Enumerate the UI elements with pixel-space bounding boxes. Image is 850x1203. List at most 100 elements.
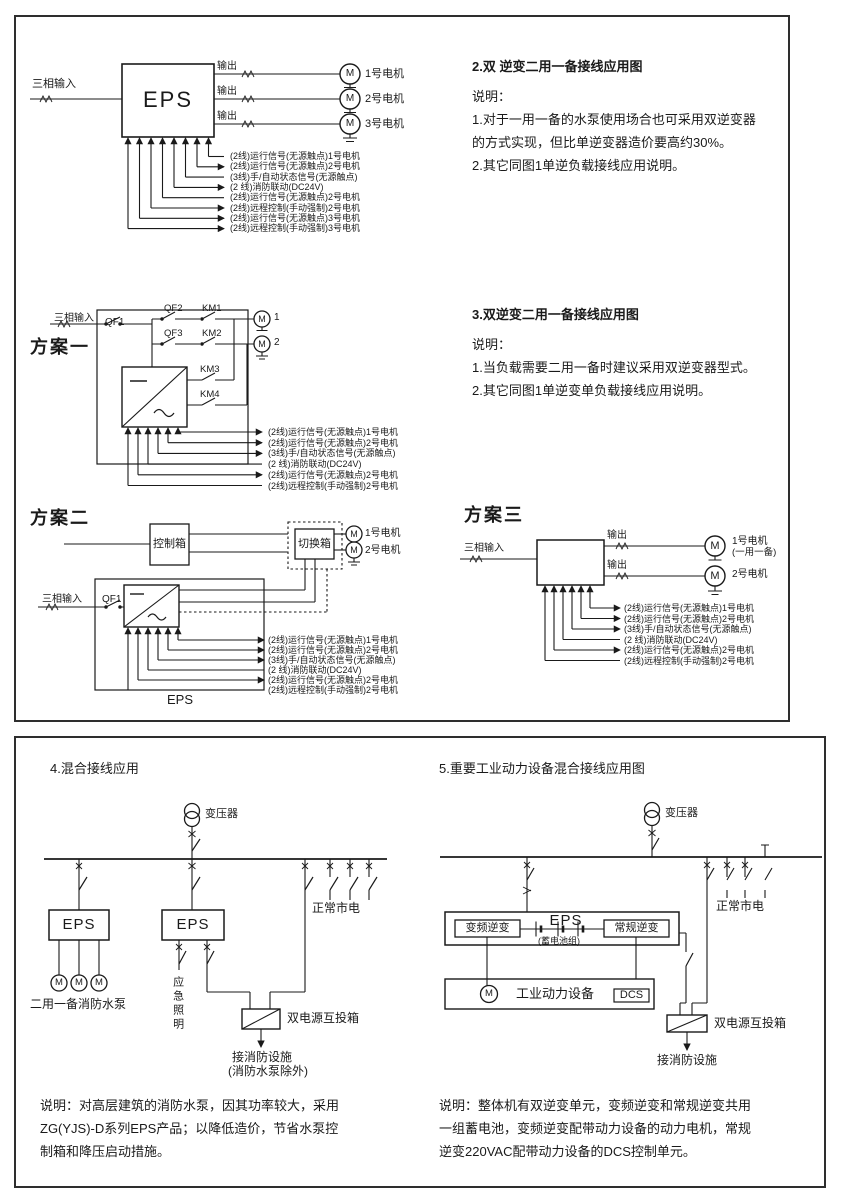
to-fire-label: 接消防设施 <box>657 1053 718 1067</box>
signal-label: (3线)手/自动状态信号(无源触点) <box>230 172 358 182</box>
motor-symbol: M <box>350 529 358 539</box>
qf1-label: QF1 <box>105 317 125 328</box>
motor-symbol: M <box>258 314 266 324</box>
transformer-label: 变压器 <box>205 808 238 820</box>
diagram5-note: 说明：整体机有双逆变单元，变频逆变和常规逆变共用 一组蓄电池，变频逆变配带动力设… <box>439 1094 751 1163</box>
motor-label: 2号电机 <box>365 93 405 105</box>
scheme1-shapes <box>50 309 271 487</box>
km4-label: KM4 <box>200 389 220 400</box>
section3-text: 3.双逆变二用一备接线应用图 说明： 1.当负载需要二用一备时建议采用双逆变器型… <box>472 303 756 402</box>
motor1-label: 1号电机 <box>365 528 401 539</box>
transformer-label: 变压器 <box>665 807 698 819</box>
signal-connectors-s3 <box>541 585 621 662</box>
diagram5-title: 5.重要工业动力设备混合接线应用图 <box>439 761 645 776</box>
emergency-lighting-label: 应急照明 <box>171 976 184 1032</box>
signal-label: (2线)运行信号(无源触点)2号电机 <box>268 470 398 480</box>
transfer-box-label: 双电源互投箱 <box>714 1016 787 1030</box>
eps-label: EPS <box>549 912 583 929</box>
signal-label: (2线)运行信号(无源触点)3号电机 <box>230 213 360 223</box>
motor-circle <box>70 974 88 992</box>
signal-label: (2线)远程控制(手动强制)3号电机 <box>230 223 360 233</box>
top-diagrams-panel: 三相输入 EPS 输出 输出 输出 M M M 1号电机 2号电机 3号电机 (… <box>14 15 790 722</box>
signal-label: (3线)手/自动状态信号(无源触点) <box>624 624 752 634</box>
note-line: 逆变220VAC配带动力设备的DCS控制单元。 <box>439 1144 696 1159</box>
motor1-label: 1 <box>274 312 280 323</box>
signal-label: (2线)运行信号(无源触点)2号电机 <box>624 645 754 655</box>
signal-label: (2线)远程控制(手动强制)2号电机 <box>230 203 360 213</box>
signal-connectors-s1 <box>124 427 263 487</box>
motor-symbol: M <box>710 540 720 552</box>
switch-box-label: 切换箱 <box>298 538 331 550</box>
signal-label: (2线)运行信号(无源触点)2号电机 <box>268 675 398 685</box>
diagram1-shapes <box>30 63 361 233</box>
output-label: 输出 <box>217 86 237 97</box>
signal-connectors-d1 <box>124 137 225 233</box>
inverter-box <box>123 584 180 628</box>
output-label: 输出 <box>217 61 237 72</box>
motor-symbol: M <box>345 93 355 104</box>
scheme2-shapes <box>38 521 363 691</box>
signal-label: (2线)运行信号(无源触点)2号电机 <box>230 161 360 171</box>
input-label: 三相输入 <box>464 543 504 554</box>
normal-mains-label: 正常市电 <box>312 901 361 915</box>
scheme1-title: 方案一 <box>30 337 90 357</box>
control-box <box>149 523 190 566</box>
motor-symbol: M <box>485 988 493 999</box>
motor-symbol: M <box>95 977 103 988</box>
note-line: ZG(YJS)-D系列EPS产品；以降低造价，节省水泵控 <box>40 1121 339 1136</box>
scheme3-title: 方案三 <box>464 505 524 525</box>
section2-title: 2.双 逆变二用一备接线应用图 <box>472 59 643 74</box>
signal-label: (2线)运行信号(无源触点)1号电机 <box>268 427 398 437</box>
signal-connectors-s2 <box>124 627 265 691</box>
motor-symbol: M <box>350 545 358 555</box>
to-fire-note: (消防水泵除外) <box>228 1064 308 1078</box>
motor-circle <box>90 974 108 992</box>
section2-line: 1.对于一用一备的水泵使用场合也可采用双逆变器 <box>472 112 756 127</box>
dotted-enclosure <box>287 521 343 570</box>
signal-label: (2 线)消防联动(DC24V) <box>230 182 324 192</box>
signal-label: (2线)远程控制(手动强制)2号电机 <box>268 481 398 491</box>
input-label: 三相输入 <box>42 594 82 605</box>
bottom-diagrams-panel: 4.混合接线应用 变压器 正常市电 EPS EPS M M M 二用一备消防水泵… <box>14 736 826 1188</box>
control-box-label: 控制箱 <box>153 538 186 550</box>
km2-label: KM2 <box>202 328 222 339</box>
diagram5-shapes <box>440 801 822 1051</box>
qf3-label: QF3 <box>164 328 183 339</box>
motor1-label: 1号电机 <box>732 536 768 547</box>
km1-label: KM1 <box>202 303 222 314</box>
motor-circle <box>479 984 499 1004</box>
bottom-panel-schematics <box>44 801 822 1051</box>
motor2-label: 2号电机 <box>365 545 401 556</box>
diagram4-note: 说明：对高层建筑的消防水泵，因其功率较大，采用 ZG(YJS)-D系列EPS产品… <box>40 1094 339 1163</box>
output-label: 输出 <box>607 560 627 571</box>
diagram4-shapes <box>44 802 387 1048</box>
eps-label: EPS <box>176 916 210 933</box>
transformer-icon <box>643 801 661 819</box>
motor-symbol: M <box>710 570 720 582</box>
industrial-equipment-label: 工业动力设备 <box>515 986 594 1001</box>
note-line: 说明：整体机有双逆变单元，变频逆变和常规逆变共用 <box>439 1098 752 1113</box>
battery-group-label: (蓄电池组) <box>538 936 580 946</box>
transfer-box-label: 双电源互投箱 <box>287 1011 360 1025</box>
eps-box <box>121 63 215 138</box>
signal-label: (2线)运行信号(无源触点)1号电机 <box>268 635 398 645</box>
top-panel-schematics <box>30 63 726 691</box>
signal-label: (2线)运行信号(无源触点)1号电机 <box>624 603 754 613</box>
pumps-label: 二用一备消防水泵 <box>30 997 127 1011</box>
motor-symbol: M <box>345 68 355 79</box>
motor-label: 3号电机 <box>365 118 405 130</box>
section2-line: 2.其它同图1单逆负载接线应用说明。 <box>472 158 686 173</box>
signal-label: (2线)远程控制(手动强制)2号电机 <box>624 656 754 666</box>
output-label: 输出 <box>607 530 627 541</box>
eps-label: EPS <box>166 692 193 707</box>
signal-label: (2线)运行信号(无源触点)1号电机 <box>230 151 360 161</box>
signal-label: (2线)运行信号(无源触点)2号电机 <box>230 192 360 202</box>
note-line: 说明：对高层建筑的消防水泵，因其功率较大，采用 <box>40 1098 340 1113</box>
note-line: 一组蓄电池，变频逆变配带动力设备的动力电机，常规 <box>439 1121 752 1136</box>
qf2-label: QF2 <box>164 303 183 314</box>
eps-box <box>536 539 605 586</box>
inverter-box <box>121 366 188 428</box>
motor-symbol: M <box>258 339 266 349</box>
signal-label: (2线)运行信号(无源触点)2号电机 <box>624 614 754 624</box>
section2-line: 说明： <box>472 89 512 104</box>
